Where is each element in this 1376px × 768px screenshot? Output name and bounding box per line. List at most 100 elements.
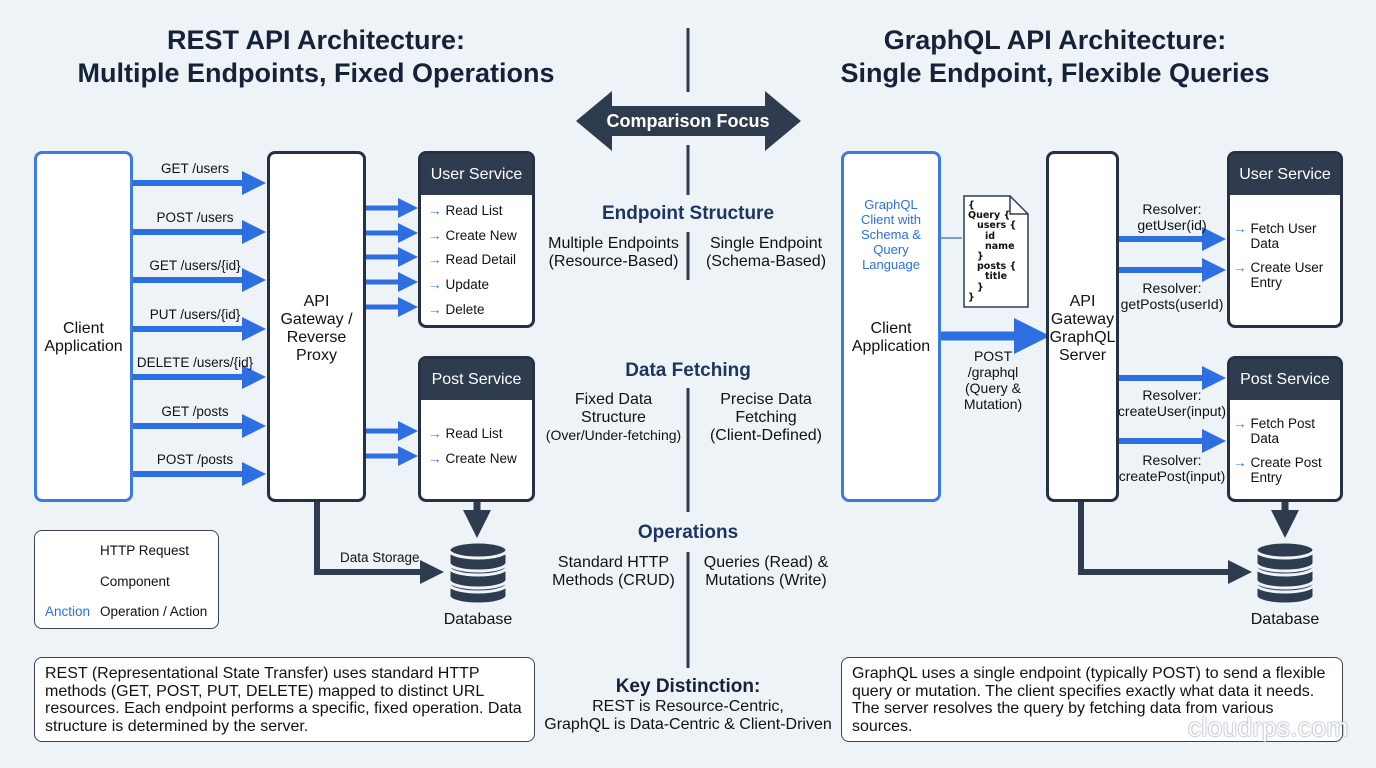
endpoint-graphql-line1: Single Endpoint (709, 235, 823, 252)
service-op[interactable]: →Delete (428, 302, 485, 317)
op-line1: Fetch User (1250, 221, 1317, 236)
op-line2: Entry (1250, 275, 1283, 290)
query-line: } (968, 291, 975, 303)
request-label: GET /users (160, 161, 230, 176)
client-note-line5: Language (862, 257, 920, 272)
graphql-api-gateway[interactable]: API Gateway GraphQL Server (1046, 151, 1119, 502)
query-document-text: { Query { users { id name } posts { titl… (968, 200, 1017, 303)
endpoint-rest-line2: (Resource-Based) (548, 253, 679, 270)
client-note-line3: Schema & (861, 227, 921, 242)
service-op-label: Create New (445, 228, 517, 243)
service-op[interactable]: →Create New (428, 228, 517, 243)
graphql-gateway-label-3: GraphQL (1049, 329, 1116, 346)
graphql-gateway-label-2: Gateway (1050, 311, 1115, 328)
comparison-focus-arrow (576, 91, 801, 151)
graphql-client-application[interactable]: GraphQL Client with Schema & Query Langu… (841, 151, 941, 502)
query-line: id (985, 230, 996, 242)
section-title-data-fetching: Data Fetching (625, 360, 751, 381)
query-line: } (977, 251, 984, 263)
arrow-right-icon: → (428, 426, 442, 441)
fetching-graphql-line2: Fetching (735, 409, 797, 426)
rest-api-gateway[interactable]: API Gateway / Reverse Proxy (267, 151, 366, 502)
graphql-title-line1: GraphQL API Architecture: (883, 25, 1227, 55)
key-distinction-line1: REST is Resource-Centric, (592, 698, 784, 715)
rest-client-label-2: Application (44, 338, 123, 355)
resolver-line1: Resolver: (1142, 201, 1202, 217)
rest-user-service[interactable]: User Service →Read List →Create New →Rea… (418, 151, 535, 328)
resolver-label: Resolver: getUser(id) (1116, 201, 1228, 233)
request-label: POST /users (156, 210, 234, 225)
query-line: title (985, 271, 1008, 283)
rest-post-service[interactable]: Post Service →Read List →Create New (418, 356, 535, 502)
fetching-rest-line1: Fixed Data (574, 391, 653, 408)
request-label: GET /posts (161, 404, 229, 419)
resolver-line2: getPosts(userId) (1120, 296, 1224, 312)
rest-client-label-1: Client (63, 320, 104, 337)
endpoint-rest-line1: Multiple Endpoints (548, 235, 679, 252)
graphql-storage-connector (1078, 500, 1252, 584)
client-note-line4: Query (873, 242, 909, 257)
graphql-gateway-label-4: Server (1058, 347, 1107, 364)
rest-storage-connector (314, 500, 444, 584)
rest-database-label: Database (443, 611, 513, 628)
legend-component-label: Component (100, 574, 170, 589)
resolver-line1: Resolver: (1142, 452, 1202, 468)
service-op[interactable]: →Read List (428, 203, 503, 218)
rest-title: REST API Architecture: Multiple Endpoint… (40, 24, 592, 90)
graphql-gateway-label-1: API (1069, 293, 1096, 310)
resolver-line2: createUser(input) (1117, 403, 1227, 419)
resolver-label: Resolver: createPost(input) (1116, 452, 1228, 484)
resolver-label: Resolver: createUser(input) (1116, 387, 1228, 419)
graphql-post-service-title: Post Service (1230, 359, 1340, 400)
service-op[interactable]: →Read Detail (428, 252, 516, 267)
rest-post-service-title: Post Service (421, 359, 532, 400)
graphql-client-label-1: Client (870, 320, 912, 337)
key-distinction-line2: GraphQL is Data-Centric & Client-Driven (544, 716, 832, 733)
operations-rest-line1: Standard HTTP (557, 554, 670, 571)
service-op-label: Read List (445, 426, 503, 441)
operations-graphql-line1: Queries (Read) & (703, 554, 829, 571)
request-label: DELETE /users/{id} (136, 355, 254, 370)
key-distinction: Key Distinction: REST is Resource-Centri… (540, 676, 836, 734)
arrow-right-icon: → (1233, 416, 1247, 431)
graphql-description: GraphQL uses a single endpoint (typicall… (841, 657, 1343, 742)
section-title-endpoint: Endpoint Structure (601, 203, 775, 224)
service-op[interactable]: →Create New (428, 451, 517, 466)
operations-graphql: Queries (Read) & Mutations (Write) (697, 554, 835, 590)
arrow-right-icon: → (428, 203, 442, 218)
gateway-to-service-arrows (365, 198, 418, 466)
service-op[interactable]: →Read List (428, 426, 503, 441)
query-line: { (968, 200, 975, 211)
graphql-user-service-title: User Service (1230, 154, 1340, 195)
op-line1: Create User (1250, 260, 1324, 275)
rest-client-application[interactable]: Client Application (34, 151, 133, 502)
request-label: GET /users/{id} (149, 258, 241, 273)
post-label-line4: Mutation) (963, 396, 1023, 412)
operations-graphql-line2: Mutations (Write) (705, 572, 827, 589)
resolver-arrows (1118, 227, 1226, 453)
service-op[interactable]: →Update (428, 277, 489, 292)
query-line: posts { (977, 261, 1017, 273)
fetching-graphql-line3: (Client-Defined) (709, 427, 823, 444)
operations-rest-line2: Methods (CRUD) (552, 572, 675, 589)
resolver-line1: Resolver: (1142, 280, 1202, 296)
query-line: Query { (968, 210, 1011, 222)
endpoint-rest: Multiple Endpoints (Resource-Based) (545, 235, 682, 271)
rest-database-icon (447, 540, 509, 606)
rest-description: REST (Representational State Transfer) u… (34, 657, 535, 742)
operations-rest: Standard HTTP Methods (CRUD) (545, 554, 682, 590)
resolver-label: Resolver: getPosts(userId) (1116, 280, 1228, 312)
op-line2: Data (1250, 236, 1280, 251)
post-label-line2: /graphql (967, 364, 1019, 380)
